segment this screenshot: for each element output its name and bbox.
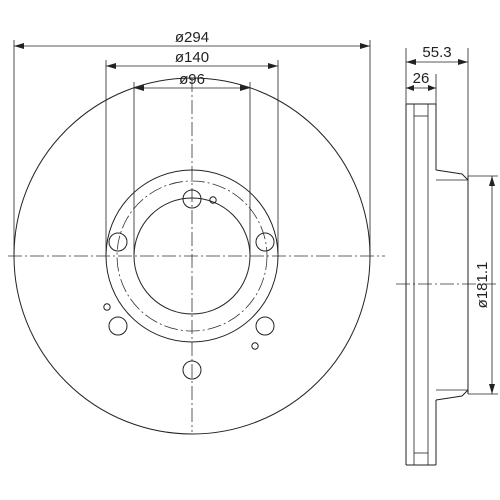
arrow-294-right [360, 43, 370, 49]
bolt-hole-lower-left [108, 316, 128, 336]
bolt-hole-lower-right [255, 316, 275, 336]
bolt-hole-upper-right [255, 232, 275, 252]
label-bore-diameter: ø96 [179, 71, 205, 88]
hat-profile-bottom [435, 389, 469, 401]
arrow-553-right [458, 59, 468, 65]
bolt-hole-top [182, 189, 202, 209]
arrow-140-right [268, 63, 278, 69]
side-view: 55.3 26 ø181.1 [396, 44, 498, 466]
locating-hole-top [209, 196, 217, 204]
arrow-26-right [428, 85, 436, 91]
arrow-1811-top [489, 176, 495, 186]
label-outer-diameter: ø294 [175, 29, 209, 46]
arrow-96-left [134, 85, 144, 91]
locating-hole-right [251, 342, 259, 350]
arrow-294-left [14, 43, 24, 49]
label-disc-thickness: 26 [413, 70, 430, 87]
arrow-96-right [240, 85, 250, 91]
hat-profile-top [435, 169, 469, 181]
arrow-1811-bottom [489, 384, 495, 394]
label-hat-diameter: ø140 [175, 49, 209, 66]
label-total-height: 55.3 [422, 44, 451, 61]
arrow-26-left [406, 85, 414, 91]
label-hat-inner-diameter: ø181.1 [474, 262, 491, 309]
front-view: ø294 ø140 ø96 [8, 29, 385, 435]
arrow-140-left [106, 63, 116, 69]
bolt-pitch-circle [116, 180, 268, 332]
locating-hole-left [103, 303, 111, 311]
bolt-hole-bottom [182, 360, 202, 380]
arrow-553-left [406, 59, 416, 65]
bolt-hole-upper-left [108, 232, 128, 252]
